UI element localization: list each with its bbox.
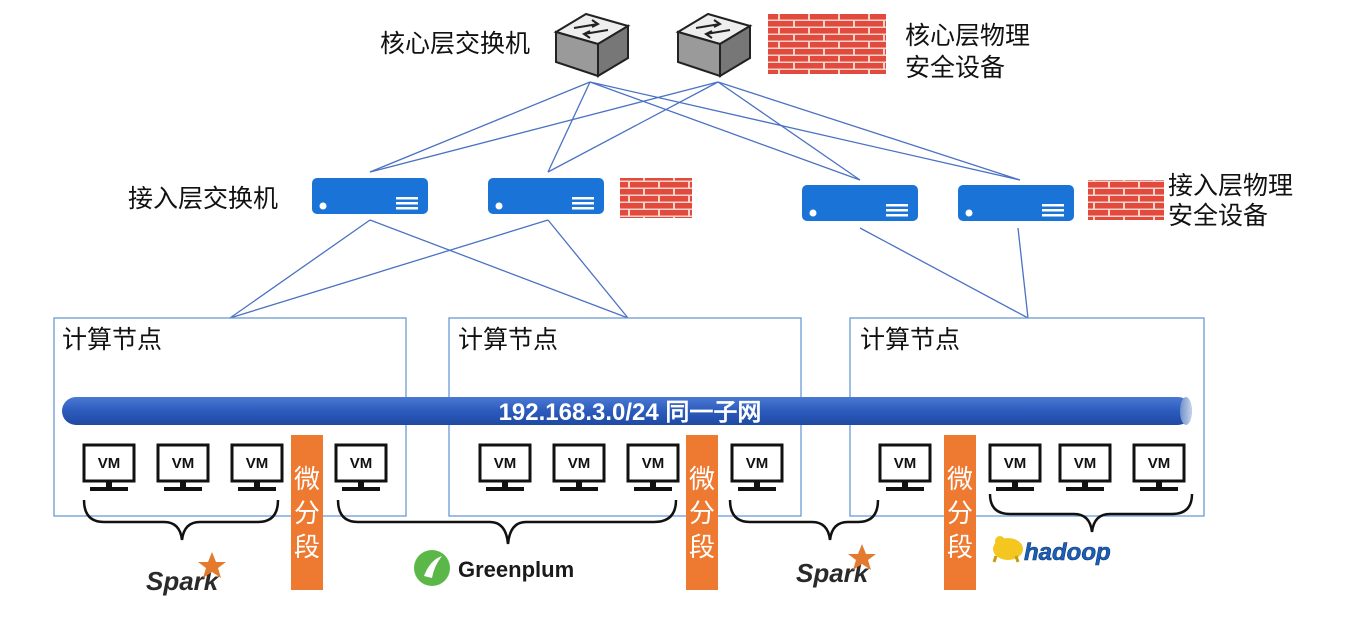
svg-text:分: 分 — [294, 499, 320, 529]
svg-text:分: 分 — [689, 499, 715, 529]
svg-text:VM: VM — [1148, 455, 1171, 472]
svg-text:VM: VM — [1074, 455, 1097, 472]
vm-icon: VM — [1132, 443, 1186, 493]
compute-node-label: 计算节点 — [860, 325, 960, 354]
vm-icon: VM — [626, 443, 680, 493]
access-security-label-line1: 接入层物理 — [1168, 171, 1293, 200]
svg-text:微: 微 — [689, 465, 715, 495]
subnet-bar: 192.168.3.0/24 同一子网 — [62, 397, 1192, 426]
svg-text:VM: VM — [98, 455, 121, 472]
compute-node-label: 计算节点 — [62, 325, 162, 354]
svg-text:微: 微 — [294, 465, 320, 495]
access-firewall-icon — [620, 178, 692, 218]
vm-icon: VM — [878, 443, 932, 493]
access-switch-icon — [802, 185, 918, 221]
vm-icon: VM — [334, 443, 388, 493]
connection-lines — [229, 81, 1029, 319]
compute-node-label: 计算节点 — [458, 325, 558, 354]
vm-icon: VM — [988, 443, 1042, 493]
core-security-label-line1: 核心层物理 — [905, 21, 1030, 50]
svg-text:VM: VM — [350, 455, 373, 472]
svg-text:微: 微 — [947, 465, 973, 495]
micro-segment-bar: 微 分 段 — [291, 435, 323, 590]
spark-logo: Spark — [146, 552, 226, 596]
vm-icon: VM — [730, 443, 784, 493]
core-security-label-line2: 安全设备 — [905, 53, 1005, 82]
access-firewall-icon — [1088, 180, 1164, 220]
core-switch-icon — [677, 13, 751, 77]
vm-icon: VM — [478, 443, 532, 493]
svg-text:VM: VM — [494, 455, 517, 472]
svg-text:段: 段 — [947, 533, 973, 563]
core-switch-icon — [555, 13, 629, 77]
group-braces — [82, 493, 1194, 545]
subnet-label: 192.168.3.0/24 同一子网 — [499, 399, 762, 426]
svg-text:hadoop: hadoop — [1024, 539, 1111, 566]
svg-text:VM: VM — [746, 455, 769, 472]
vm-icon: VM — [156, 443, 210, 493]
svg-text:VM: VM — [568, 455, 591, 472]
svg-text:Greenplum: Greenplum — [458, 557, 574, 582]
vm-icon: VM — [82, 443, 136, 493]
vm-icon: VM — [552, 443, 606, 493]
svg-text:VM: VM — [1004, 455, 1027, 472]
micro-segment-bar: 微 分 段 — [686, 435, 718, 590]
access-switch-icon — [488, 178, 604, 214]
svg-text:VM: VM — [172, 455, 195, 472]
svg-text:段: 段 — [294, 533, 320, 563]
access-switch-icon — [958, 185, 1074, 221]
svg-text:分: 分 — [947, 499, 973, 529]
core-firewall-icon — [768, 14, 886, 74]
svg-text:VM: VM — [894, 455, 917, 472]
access-switch-icon — [312, 178, 428, 214]
svg-text:VM: VM — [642, 455, 665, 472]
spark-logo: Spark — [796, 544, 876, 588]
access-security-label-line2: 安全设备 — [1168, 201, 1268, 230]
svg-text:段: 段 — [689, 533, 715, 563]
svg-text:VM: VM — [246, 455, 269, 472]
micro-segment-bar: 微 分 段 — [944, 435, 976, 590]
core-switch-label: 核心层交换机 — [380, 29, 530, 58]
vm-icon: VM — [230, 443, 284, 493]
access-switch-label: 接入层交换机 — [128, 184, 278, 213]
greenplum-logo: Greenplum — [414, 550, 574, 586]
hadoop-logo: hadoop — [992, 536, 1111, 566]
vm-icon: VM — [1058, 443, 1112, 493]
